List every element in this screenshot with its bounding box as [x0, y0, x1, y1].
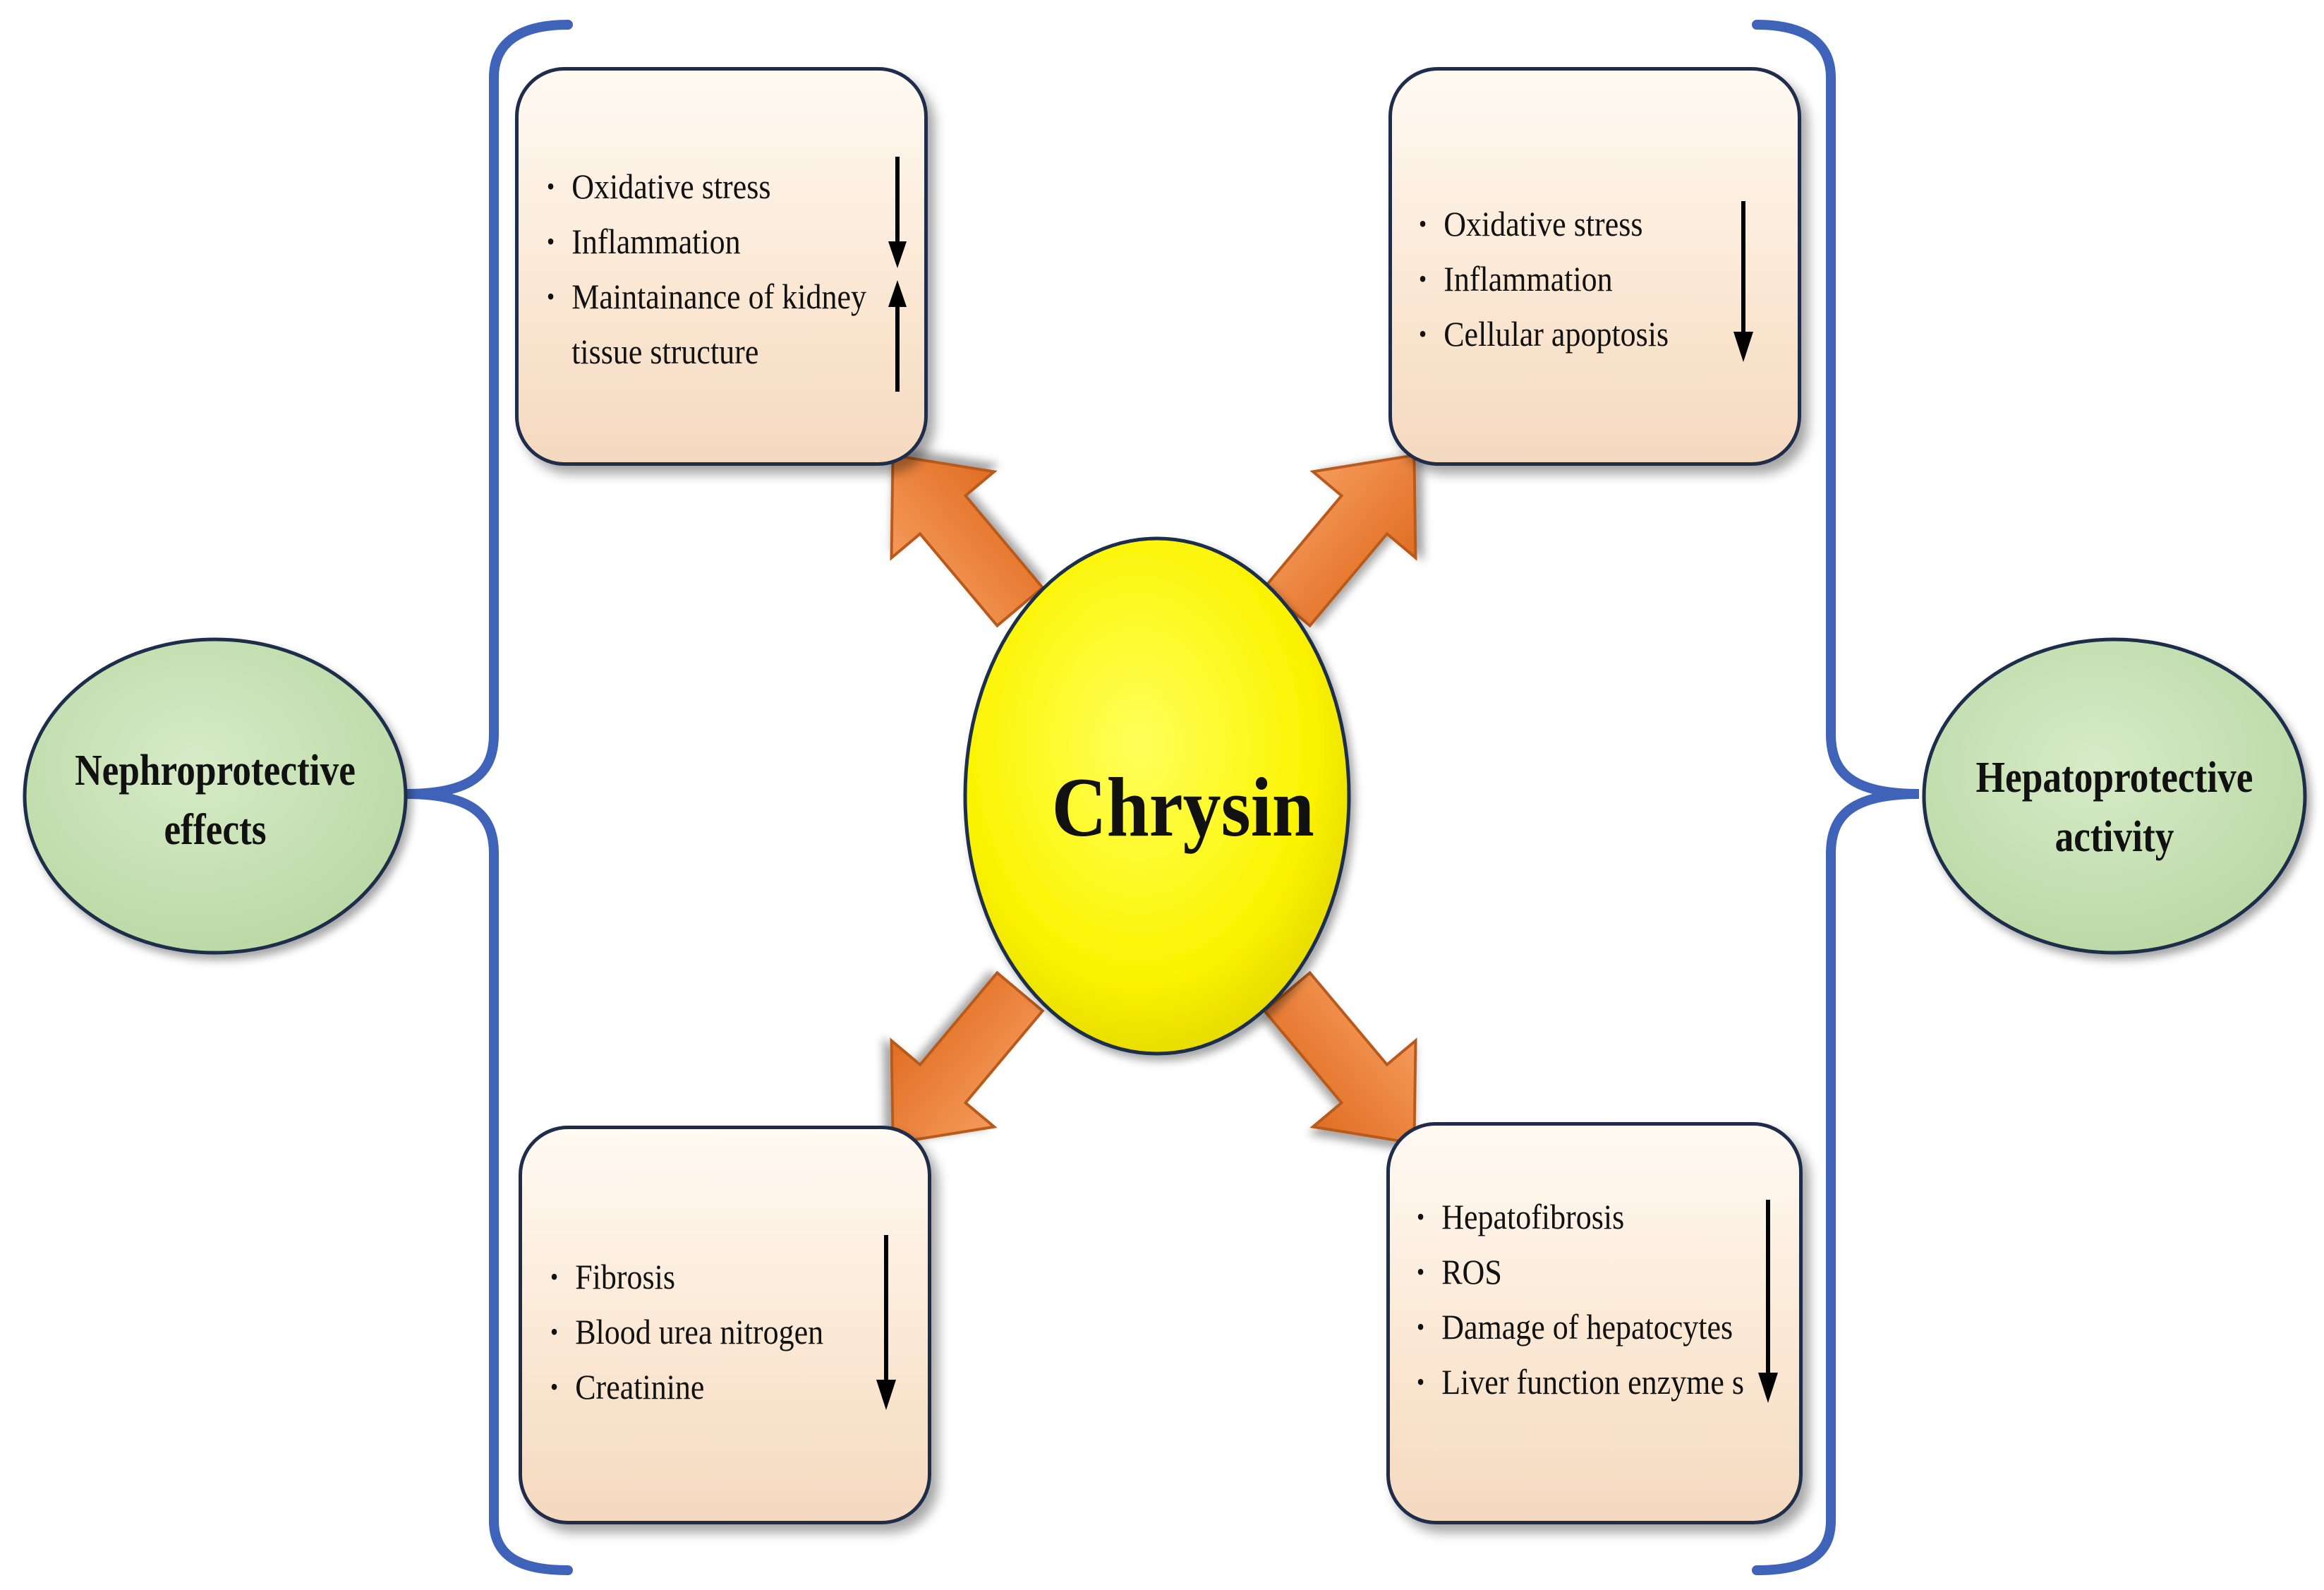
- arrow-to-top-right-box: [1262, 453, 1417, 628]
- hepatoprotective-label: Hepatoprotective activity: [1966, 748, 2263, 867]
- list-item: Blood urea nitrogen: [550, 1304, 823, 1359]
- chrysin-label: Chrysin: [1051, 760, 1314, 854]
- liver-effects-top-box: Oxidative stress Inflammation Cellular a…: [1388, 67, 1801, 466]
- list-item: Hepatofibrosis: [1417, 1189, 1744, 1244]
- nephroprotective-label-line1: Nephroprotective: [75, 747, 356, 795]
- liver-effects-bottom-box: Hepatofibrosis ROS Damage of hepatocytes…: [1386, 1122, 1803, 1524]
- kidney-effects-top-box: Oxidative stress Inflammation Maintainan…: [515, 67, 928, 466]
- hepatoprotective-label-line1: Hepatoprotective: [1975, 754, 2253, 802]
- down-arrow-icon: [1758, 1200, 1778, 1403]
- list-item: Fibrosis: [550, 1249, 823, 1304]
- nephroprotective-label-line2: effects: [164, 806, 267, 854]
- list-item: Inflammation: [547, 214, 866, 269]
- down-arrow-icon: [876, 1235, 896, 1410]
- list-item: Liver function enzyme s: [1417, 1354, 1744, 1409]
- hepatoprotective-oval: [1922, 637, 2307, 955]
- chrysin-ellipse: [963, 536, 1351, 1056]
- liver-bottom-list: Hepatofibrosis ROS Damage of hepatocytes…: [1417, 1189, 1744, 1409]
- list-item: Oxidative stress: [1419, 196, 1669, 251]
- list-item: Damage of hepatocytes: [1417, 1299, 1744, 1354]
- nephroprotective-oval: [23, 637, 408, 955]
- hepatoprotective-label-line2: activity: [2054, 813, 2174, 861]
- list-item: Maintainance of kidney: [547, 269, 866, 324]
- list-item: Oxidative stress: [547, 159, 866, 214]
- kidney-effects-bottom-box: Fibrosis Blood urea nitrogen Creatinine: [519, 1126, 931, 1524]
- kidney-bottom-list: Fibrosis Blood urea nitrogen Creatinine: [550, 1249, 823, 1414]
- list-item: tissue structure: [571, 332, 759, 371]
- up-arrow-icon: [888, 280, 907, 392]
- nephroprotective-label: Nephroprotective effects: [66, 741, 363, 860]
- arrow-to-bottom-right-box: [1262, 970, 1417, 1145]
- arrow-to-bottom-left-box: [890, 970, 1045, 1145]
- list-item: Creatinine: [550, 1359, 823, 1414]
- liver-top-list: Oxidative stress Inflammation Cellular a…: [1419, 196, 1669, 361]
- list-item: ROS: [1417, 1244, 1744, 1299]
- down-arrow-icon: [1733, 201, 1753, 362]
- arrow-to-top-left-box: [890, 453, 1045, 628]
- kidney-top-list: Oxidative stress Inflammation Maintainan…: [547, 159, 866, 379]
- list-item: Cellular apoptosis: [1419, 306, 1669, 361]
- list-item: Inflammation: [1419, 251, 1669, 306]
- right-bracket: [1752, 20, 1920, 1575]
- down-arrow-icon: [888, 157, 907, 268]
